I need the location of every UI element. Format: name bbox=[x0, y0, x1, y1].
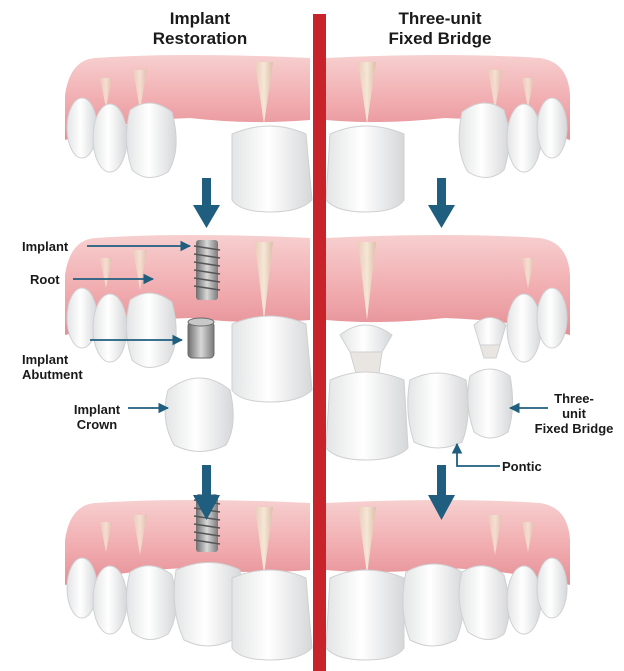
left-title: Implant Restoration bbox=[120, 9, 280, 49]
label-pontic: Pontic bbox=[502, 459, 542, 474]
label-abutment: Implant Abutment bbox=[22, 352, 83, 382]
label-root: Root bbox=[30, 272, 60, 287]
right-title-line-1: Three-unit bbox=[360, 9, 520, 29]
arrow-down-icon bbox=[193, 178, 220, 228]
implant-abutment bbox=[188, 318, 214, 358]
right-arch-after bbox=[326, 500, 570, 660]
left-title-line-2: Restoration bbox=[120, 29, 280, 49]
arrow-up-icon bbox=[457, 444, 500, 466]
right-arch-before bbox=[326, 55, 570, 212]
implant-crown bbox=[165, 378, 233, 452]
label-bridge: Three- unit Fixed Bridge bbox=[524, 391, 624, 436]
implant-screw bbox=[194, 240, 220, 300]
arrow-down-icon bbox=[428, 178, 455, 228]
right-arch-prepared bbox=[326, 235, 570, 380]
three-unit-bridge bbox=[326, 369, 513, 460]
left-arch-after bbox=[65, 494, 312, 660]
label-crown: Implant Crown bbox=[66, 402, 128, 432]
label-implant: Implant bbox=[22, 239, 68, 254]
left-title-line-1: Implant bbox=[120, 9, 280, 29]
left-arch-exploded bbox=[65, 235, 312, 402]
right-title: Three-unit Fixed Bridge bbox=[360, 9, 520, 49]
left-arch-before bbox=[65, 55, 312, 212]
center-divider bbox=[313, 14, 326, 671]
right-title-line-2: Fixed Bridge bbox=[360, 29, 520, 49]
